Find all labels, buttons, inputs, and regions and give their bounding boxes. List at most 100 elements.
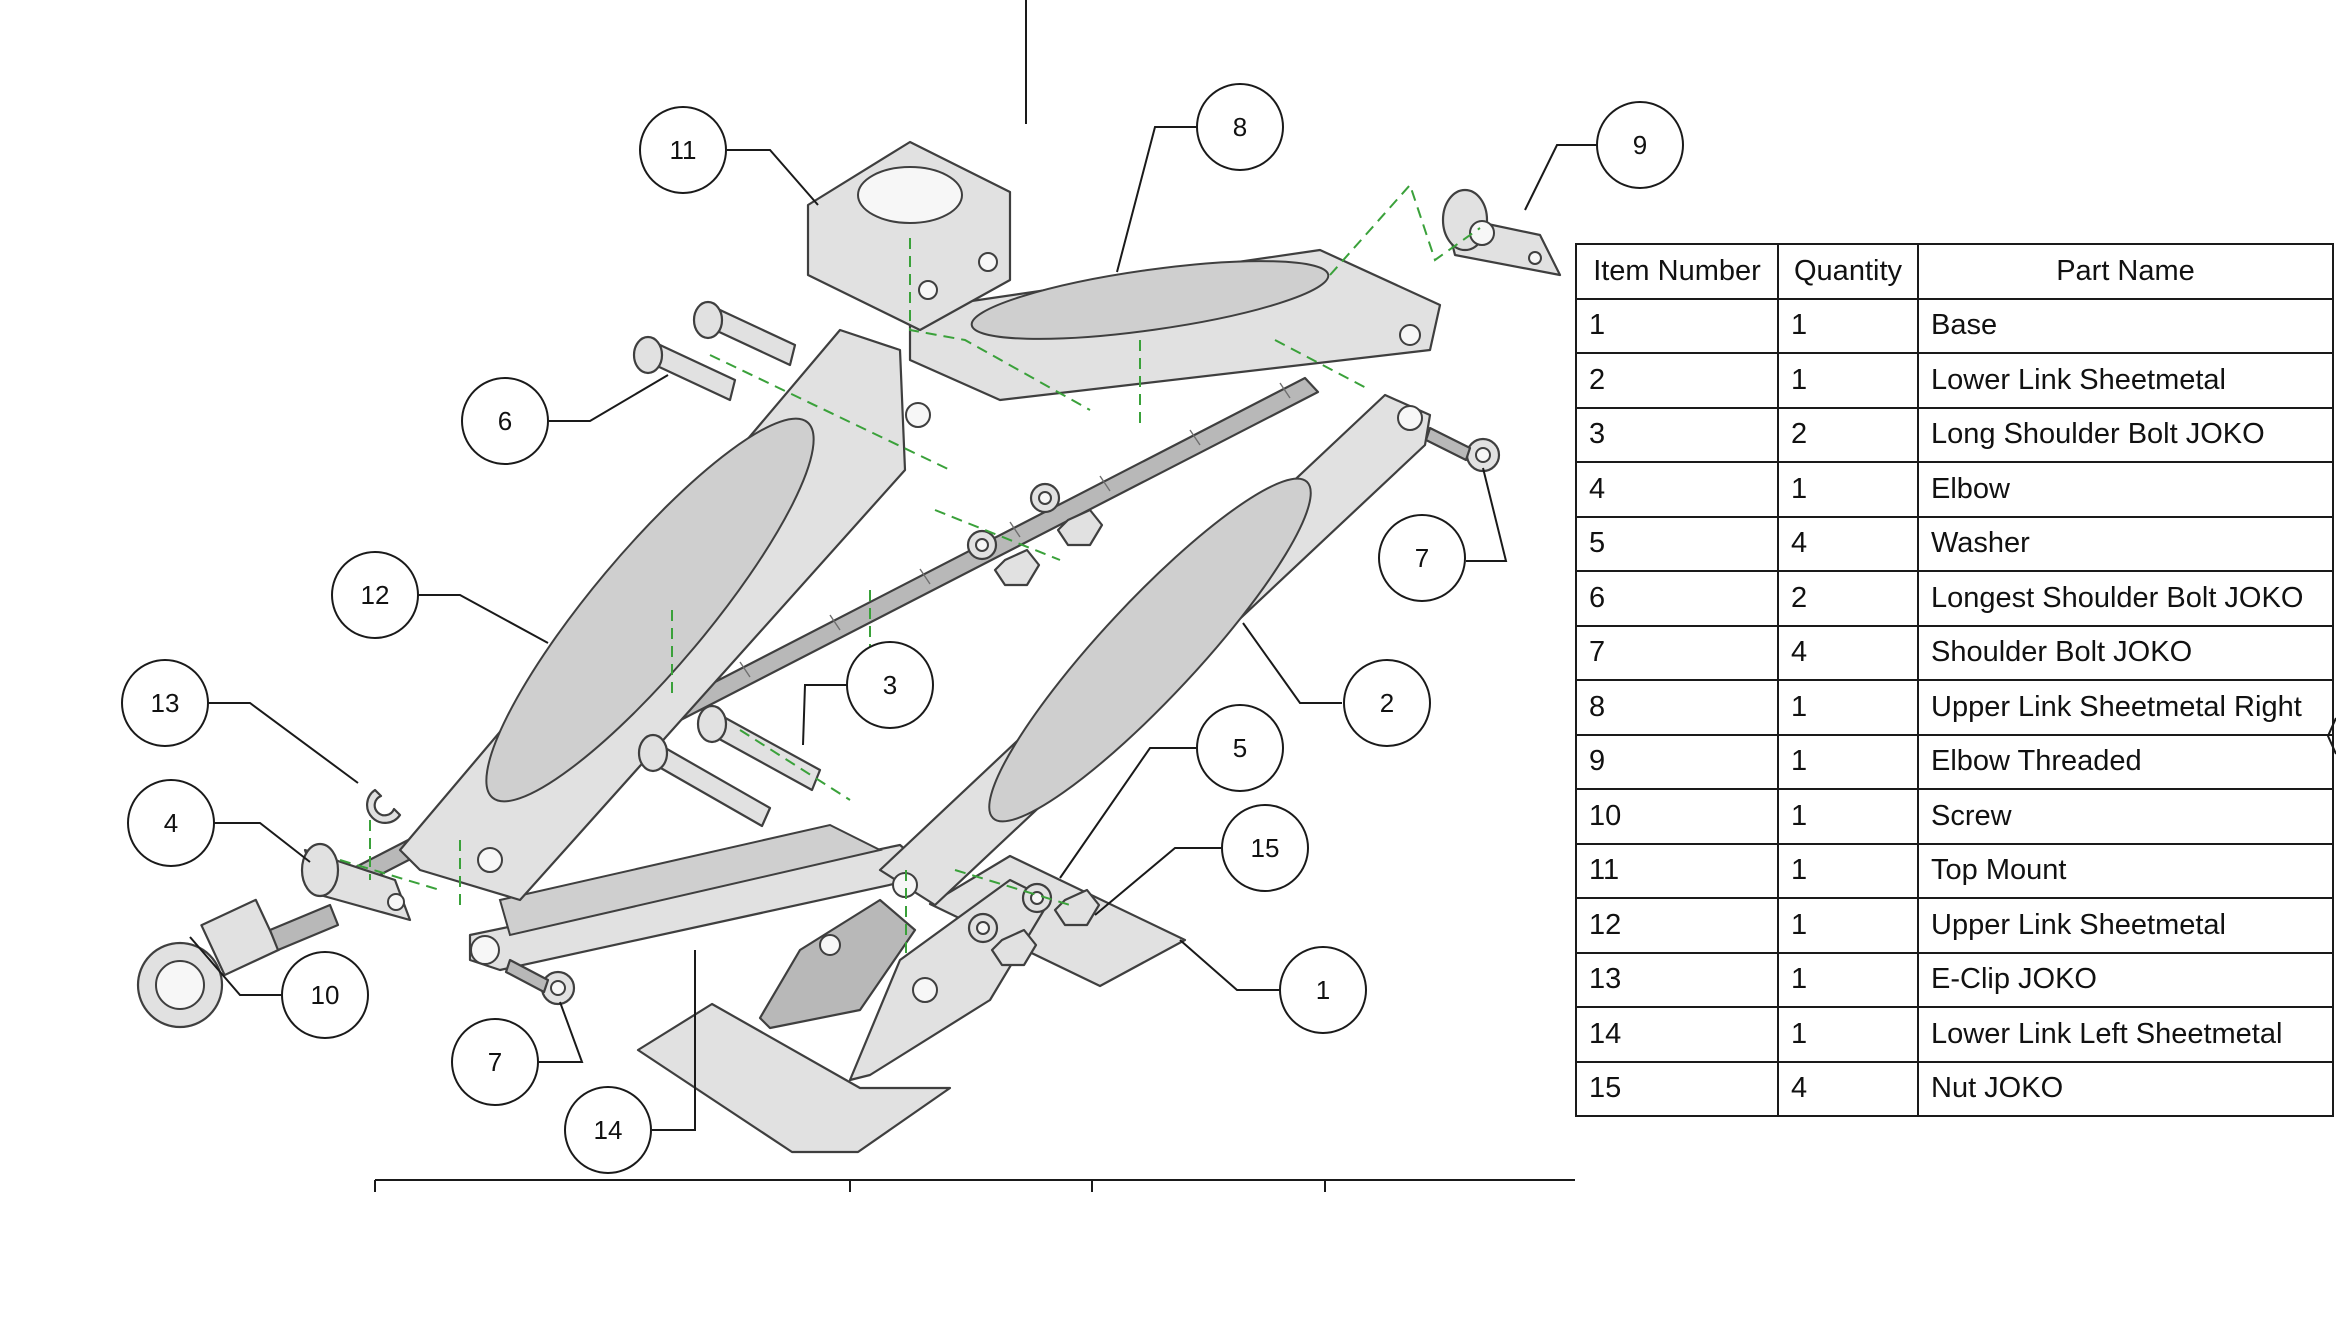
column-header-item-number: Item Number: [1575, 243, 1779, 300]
part-name-cell: Top Mount: [1917, 842, 2334, 899]
part-name-cell: Nut JOKO: [1917, 1060, 2334, 1117]
drawing-frame: [374, 0, 2336, 1192]
quantity-cell: 2: [1777, 406, 1919, 463]
svg-text:11: 11: [670, 135, 697, 165]
elbow-part: [300, 842, 412, 922]
svg-text:10: 10: [311, 980, 340, 1010]
quantity-cell: 1: [1777, 788, 1919, 845]
svg-text:8: 8: [1233, 112, 1247, 142]
base-part: [636, 854, 1187, 1154]
quantity-cell: 4: [1777, 515, 1919, 572]
svg-text:5: 5: [1233, 733, 1247, 763]
upper-link-right-part: [908, 248, 1442, 402]
item-number-cell: 10: [1575, 788, 1779, 845]
quantity-cell: 1: [1777, 461, 1919, 518]
item-number-cell: 13: [1575, 951, 1779, 1008]
column-header-quantity: Quantity: [1777, 243, 1919, 300]
quantity-cell: 1: [1777, 842, 1919, 899]
e-clip-part: [366, 788, 402, 824]
bom-header-row: Item Number Quantity Part Name: [1575, 243, 2334, 300]
part-name-cell: Base: [1917, 297, 2334, 354]
part-name-cell: Lower Link Sheetmetal: [1917, 352, 2334, 409]
svg-text:6: 6: [498, 406, 512, 436]
part-name-cell: Elbow: [1917, 461, 2334, 518]
balloon-item-10: 10: [281, 951, 369, 1039]
hidden-lines: [339, 183, 1481, 955]
item-number-cell: 6: [1575, 570, 1779, 627]
quantity-cell: 1: [1777, 352, 1919, 409]
svg-text:15: 15: [1251, 833, 1280, 863]
quantity-cell: 1: [1777, 1006, 1919, 1063]
balloon-item-12: 12: [331, 551, 419, 639]
item-number-cell: 3: [1575, 406, 1779, 463]
balloon-item-3: 3: [846, 641, 934, 729]
part-name-cell: Long Shoulder Bolt JOKO: [1917, 406, 2334, 463]
part-name-cell: Lower Link Left Sheetmetal: [1917, 1006, 2334, 1063]
elbow-threaded-part: [1441, 188, 1562, 277]
item-number-cell: 11: [1575, 842, 1779, 899]
svg-text:14: 14: [594, 1115, 623, 1145]
nut-washer-parts: [966, 482, 1104, 967]
balloon-item-9: 9: [1596, 101, 1684, 189]
quantity-cell: 1: [1777, 679, 1919, 736]
part-name-cell: Shoulder Bolt JOKO: [1917, 624, 2334, 681]
part-name-cell: Longest Shoulder Bolt JOKO: [1917, 570, 2334, 627]
balloon-item-7-left: 7: [451, 1018, 539, 1106]
svg-text:12: 12: [361, 580, 390, 610]
svg-text:1: 1: [1316, 975, 1330, 1005]
shoulder-bolt-part: [504, 426, 1501, 1006]
quantity-cell: 1: [1777, 297, 1919, 354]
part-name-cell: Elbow Threaded: [1917, 733, 2334, 790]
quantity-cell: 4: [1777, 1060, 1919, 1117]
svg-text:9: 9: [1633, 130, 1647, 160]
svg-text:13: 13: [151, 688, 180, 718]
part-name-cell: Upper Link Sheetmetal Right: [1917, 679, 2334, 736]
balloon-item-6: 6: [461, 377, 549, 465]
lower-link-left-part: [468, 823, 937, 972]
item-number-cell: 7: [1575, 624, 1779, 681]
leader-lines: [189, 126, 1597, 1131]
svg-text:3: 3: [883, 670, 897, 700]
svg-text:2: 2: [1380, 688, 1394, 718]
longest-shoulder-bolt-part: [632, 300, 797, 402]
item-number-cell: 9: [1575, 733, 1779, 790]
svg-text:4: 4: [164, 808, 178, 838]
balloon-item-5: 5: [1196, 704, 1284, 792]
upper-link-part: [398, 328, 931, 902]
svg-text:7: 7: [488, 1047, 502, 1077]
item-balloons: 11 8 9 6 7 12 3 2 13 5 4 15 10 1 7 14: [121, 83, 1684, 1174]
quantity-cell: 1: [1777, 897, 1919, 954]
item-number-cell: 8: [1575, 679, 1779, 736]
item-number-cell: 14: [1575, 1006, 1779, 1063]
long-shoulder-bolt-part: [637, 704, 822, 828]
item-number-cell: 2: [1575, 352, 1779, 409]
quantity-cell: 4: [1777, 624, 1919, 681]
part-name-cell: Washer: [1917, 515, 2334, 572]
quantity-cell: 1: [1777, 951, 1919, 1008]
balloon-item-8: 8: [1196, 83, 1284, 171]
item-number-cell: 12: [1575, 897, 1779, 954]
part-name-cell: E-Clip JOKO: [1917, 951, 2334, 1008]
balloon-item-14: 14: [564, 1086, 652, 1174]
item-number-cell: 15: [1575, 1060, 1779, 1117]
part-name-cell: Upper Link Sheetmetal: [1917, 897, 2334, 954]
balloon-item-1: 1: [1279, 946, 1367, 1034]
svg-text:7: 7: [1415, 543, 1429, 573]
balloon-item-7-right: 7: [1378, 514, 1466, 602]
balloon-item-13: 13: [121, 659, 209, 747]
item-number-cell: 4: [1575, 461, 1779, 518]
